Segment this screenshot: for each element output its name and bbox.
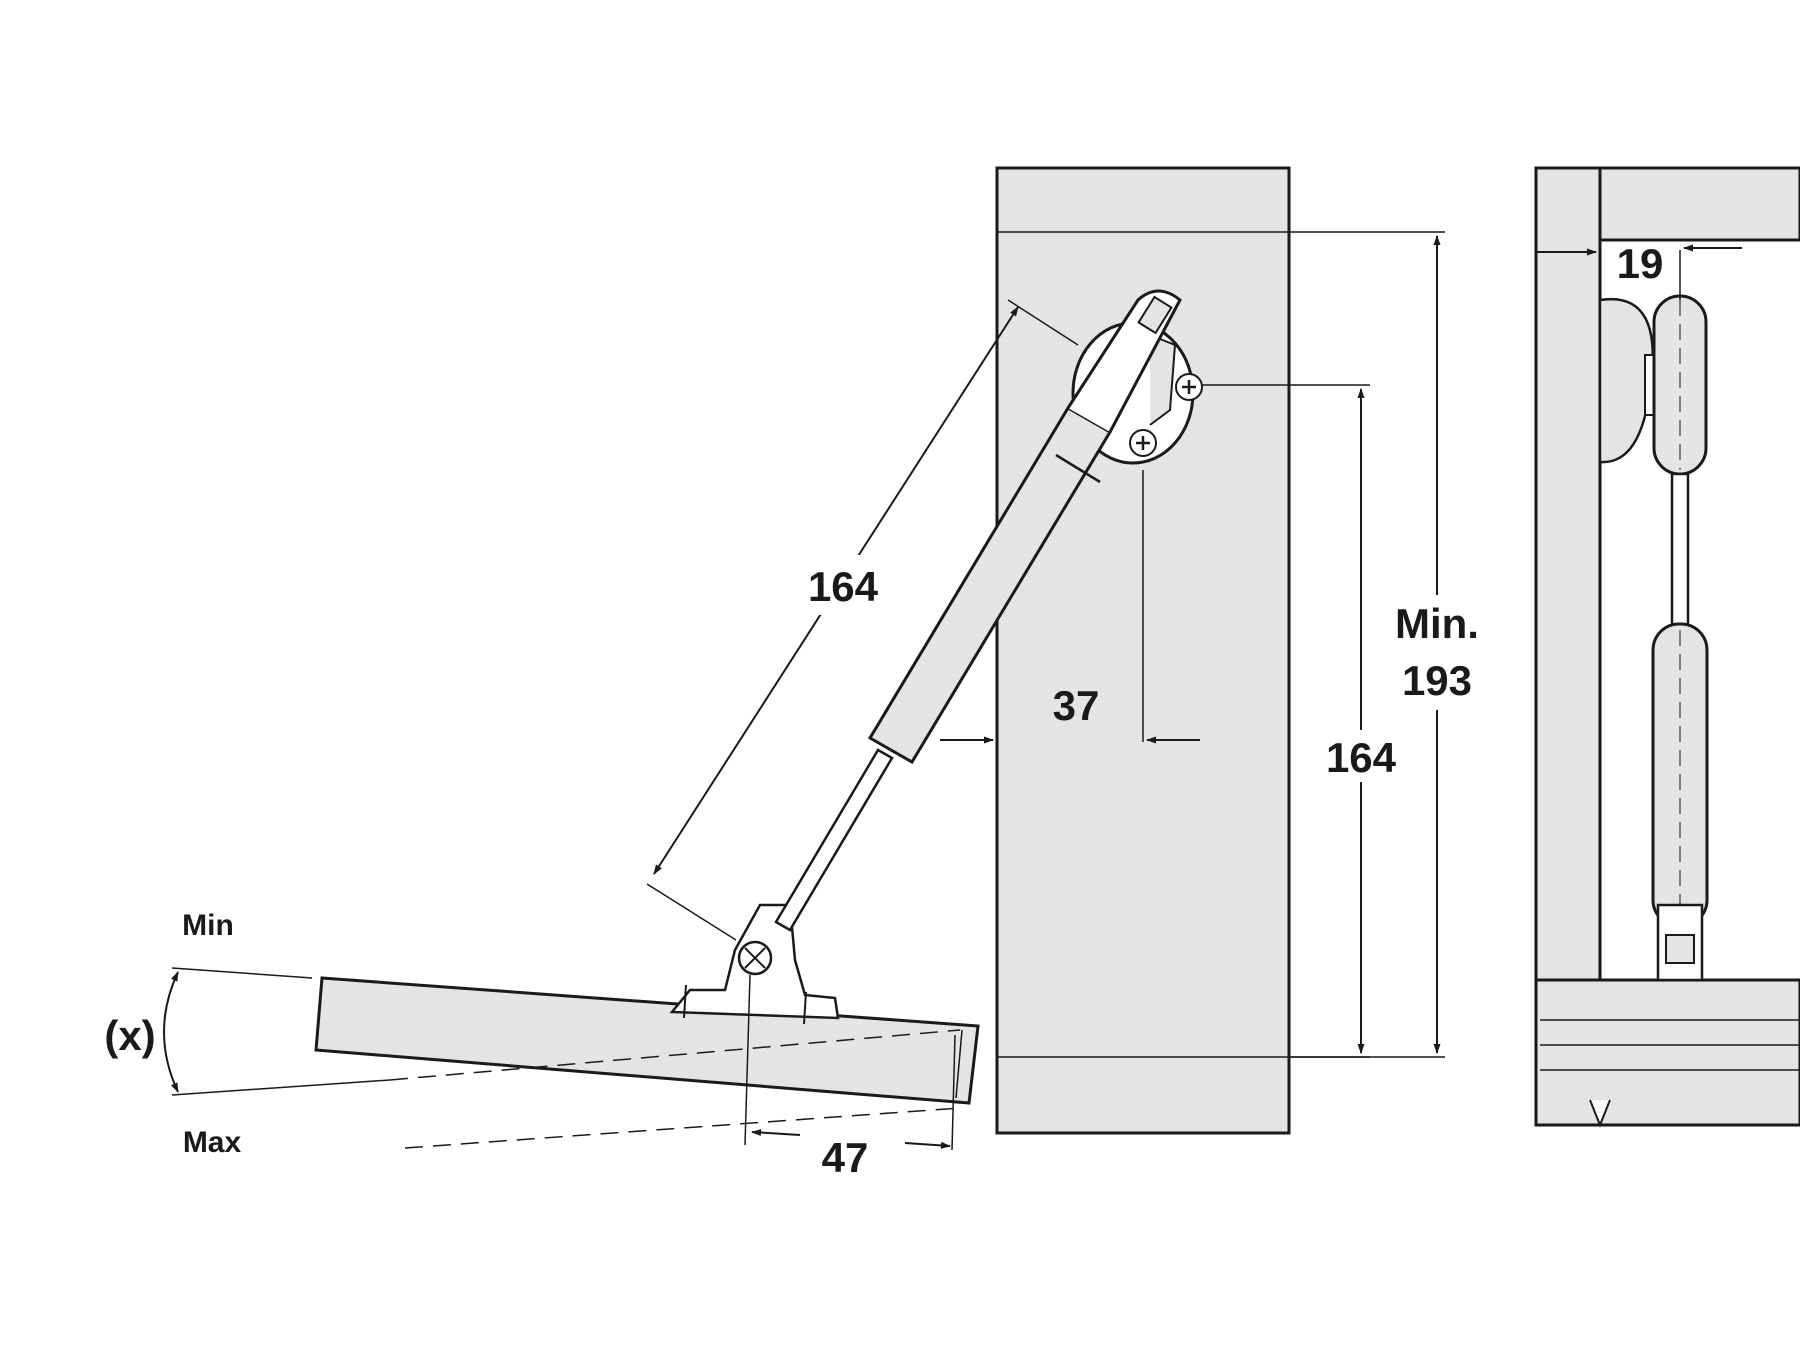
min-value-193: 193 xyxy=(1402,657,1472,704)
strut-length-164-label: 164 xyxy=(808,563,879,610)
screw-right-icon xyxy=(1175,373,1203,401)
pivot-offset-37-label: 37 xyxy=(1053,682,1100,729)
screw-bottom-icon xyxy=(1129,429,1157,457)
dimension-47 xyxy=(744,974,956,1151)
height-164-label-bg xyxy=(1312,730,1410,782)
angle-min-label: Min xyxy=(182,909,234,942)
angle-indicator xyxy=(163,967,391,1096)
min-label: Min. xyxy=(1395,600,1479,647)
height-164-label: 164 xyxy=(1326,734,1397,781)
dimension-19 xyxy=(1536,244,1742,300)
strut-164-label-bg xyxy=(795,555,895,615)
angle-x-label: (x) xyxy=(104,1012,155,1059)
dimension-164-vertical xyxy=(1200,384,1370,1058)
flap-mount-bracket xyxy=(669,903,840,1025)
min-193-label-bg xyxy=(1380,595,1500,710)
side-offset-19-label: 19 xyxy=(1617,240,1664,287)
angle-max-label: Max xyxy=(183,1126,242,1159)
flap-door xyxy=(314,976,980,1149)
side-view-strut xyxy=(1598,294,1709,982)
side-view-cabinet xyxy=(1534,166,1800,1128)
base-offset-47-label: 47 xyxy=(822,1134,869,1181)
